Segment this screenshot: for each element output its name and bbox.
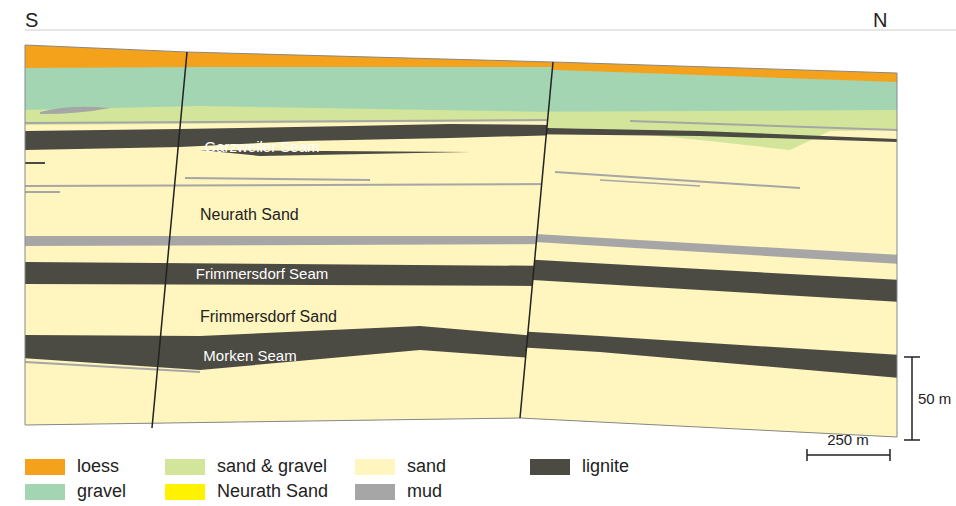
legend-swatch: [165, 484, 205, 500]
legend-item: gravel: [25, 481, 126, 502]
legend-swatch: [25, 484, 65, 500]
legend-text: sand & gravel: [217, 456, 327, 477]
direction-label: S: [25, 10, 38, 30]
legend-item: lignite: [530, 456, 629, 477]
legend-swatch: [25, 459, 65, 475]
scale-label: 250 m: [827, 432, 869, 447]
legend-text: lignite: [582, 456, 629, 477]
legend-item: mud: [355, 481, 442, 502]
legend-item: Neurath Sand: [165, 481, 328, 502]
legend-text: gravel: [77, 481, 126, 502]
direction-label: N: [873, 10, 887, 30]
layer-label: Garzweiler Seam: [204, 139, 319, 154]
legend-item: sand & gravel: [165, 456, 327, 477]
legend-text: mud: [407, 481, 442, 502]
scale-label: 50 m: [918, 391, 951, 406]
legend-item: loess: [25, 456, 119, 477]
legend-swatch: [530, 459, 570, 475]
legend-text: loess: [77, 456, 119, 477]
layer-label: Morken Seam: [203, 348, 296, 363]
legend-swatch: [355, 459, 395, 475]
layer-label: Frimmersdorf Sand: [200, 309, 337, 325]
legend-swatch: [355, 484, 395, 500]
layer-label: Neurath Sand: [200, 207, 299, 223]
legend-swatch: [165, 459, 205, 475]
legend-text: Neurath Sand: [217, 481, 328, 502]
legend-item: sand: [355, 456, 446, 477]
layer-label: Frimmersdorf Seam: [196, 266, 329, 281]
legend-text: sand: [407, 456, 446, 477]
